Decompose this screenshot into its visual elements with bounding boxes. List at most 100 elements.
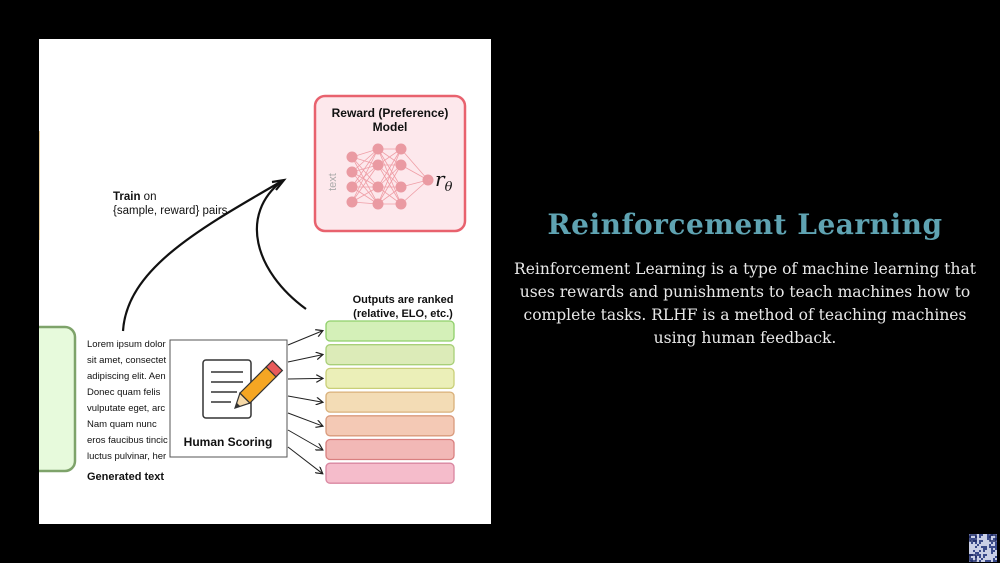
reward-model-title: Reward (Preference) bbox=[332, 106, 449, 120]
scoring-arrow bbox=[287, 412, 322, 426]
train-label-line2: {sample, reward} pairs bbox=[113, 205, 228, 217]
qr-module bbox=[981, 540, 983, 542]
qr-module bbox=[983, 556, 985, 558]
qr-module bbox=[975, 546, 977, 548]
qr-module bbox=[983, 554, 985, 556]
nn-connection bbox=[377, 164, 402, 205]
qr-module bbox=[995, 546, 997, 548]
ranked-output-bar bbox=[325, 391, 455, 413]
ranking-arrow bbox=[255, 180, 307, 310]
qr-module bbox=[985, 548, 987, 550]
qr-module bbox=[983, 546, 985, 548]
rlhf-diagram: Reward (Preference) Model text rθ Train … bbox=[39, 94, 467, 484]
qr-module bbox=[987, 538, 989, 540]
nn-connection bbox=[351, 148, 379, 173]
qr-module bbox=[991, 546, 993, 548]
qr-module bbox=[977, 552, 979, 554]
qr-module bbox=[995, 544, 997, 546]
qr-module bbox=[981, 558, 983, 560]
ranked-label: Outputs are ranked bbox=[353, 294, 454, 306]
nn-neuron bbox=[372, 159, 384, 171]
qr-code-icon bbox=[969, 534, 997, 562]
nn-connection bbox=[400, 148, 429, 181]
scoring-arrow bbox=[287, 355, 322, 363]
qr-module bbox=[979, 536, 981, 538]
section-description: Reinforcement Learning is a type of mach… bbox=[514, 260, 976, 347]
generated-text-line: Donec quam felis bbox=[87, 387, 161, 398]
qr-module bbox=[987, 534, 989, 536]
scoring-arrow bbox=[287, 378, 322, 379]
qr-module bbox=[993, 550, 995, 552]
nn-neuron bbox=[395, 159, 407, 171]
nn-connection bbox=[351, 156, 379, 188]
qr-module bbox=[979, 560, 981, 562]
qr-module bbox=[983, 550, 985, 552]
generated-text-line: Nam quam nunc bbox=[87, 419, 157, 430]
scoring-arrow bbox=[287, 429, 322, 450]
nn-connection bbox=[351, 148, 379, 203]
qr-module bbox=[973, 550, 975, 552]
qr-module bbox=[991, 548, 993, 550]
nn-neuron bbox=[372, 181, 384, 193]
qr-module bbox=[989, 546, 991, 548]
generated-text-line: Lorem ipsum dolor bbox=[87, 339, 166, 350]
qr-module bbox=[989, 544, 991, 546]
scoring-arrow bbox=[287, 331, 322, 346]
ranked-output-bar bbox=[325, 462, 455, 484]
generated-text-line: sit amet, consectet bbox=[87, 355, 167, 366]
qr-module bbox=[979, 540, 981, 542]
qr-finder bbox=[969, 534, 977, 542]
qr-module bbox=[983, 548, 985, 550]
qr-module bbox=[995, 542, 997, 544]
qr-module bbox=[995, 556, 997, 558]
qr-module bbox=[993, 546, 995, 548]
qr-module bbox=[979, 554, 981, 556]
qr-module bbox=[979, 556, 981, 558]
nn-connection bbox=[351, 171, 379, 205]
qr-module bbox=[991, 552, 993, 554]
ranked-output-bar bbox=[325, 415, 455, 437]
qr-module bbox=[977, 554, 979, 556]
scoring-arrow bbox=[287, 446, 322, 473]
qr-module bbox=[987, 536, 989, 538]
generated-text-label: Generated text bbox=[87, 471, 164, 483]
qr-module bbox=[985, 546, 987, 548]
qr-module bbox=[985, 560, 987, 562]
nn-neuron bbox=[395, 181, 407, 193]
nn-connection bbox=[351, 164, 379, 203]
qr-module bbox=[971, 542, 973, 544]
diagram-panel: Reward (Preference) Model text rθ Train … bbox=[39, 39, 491, 524]
qr-module bbox=[979, 534, 981, 536]
ranked-output-bar bbox=[325, 344, 455, 366]
generated-text-line: luctus pulvinar, her bbox=[87, 451, 166, 462]
nn-connection bbox=[377, 148, 402, 188]
qr-module bbox=[975, 542, 977, 544]
qr-module bbox=[981, 534, 983, 536]
section-heading: Reinforcement Learning bbox=[547, 208, 943, 241]
reward-model-input-label: text bbox=[327, 173, 339, 191]
train-arrow bbox=[121, 180, 283, 332]
scoring-arrows bbox=[287, 331, 322, 473]
qr-module bbox=[989, 560, 991, 562]
qr-module bbox=[971, 558, 973, 560]
reward-model-title-line2: Model bbox=[373, 120, 408, 134]
human-scoring-label: Human Scoring bbox=[184, 435, 273, 449]
qr-module bbox=[993, 558, 995, 560]
nn-neuron bbox=[395, 143, 407, 155]
qr-module bbox=[977, 544, 979, 546]
nn-neuron bbox=[346, 196, 358, 208]
qr-module bbox=[993, 560, 995, 562]
nn-neuron bbox=[395, 198, 407, 210]
qr-module bbox=[981, 546, 983, 548]
reward-symbol: rθ bbox=[435, 167, 453, 195]
nn-connection bbox=[351, 156, 379, 205]
nn-connection bbox=[351, 148, 379, 188]
arrow-head bbox=[271, 178, 287, 191]
qr-finder bbox=[969, 554, 977, 562]
prior-model-box bbox=[39, 325, 77, 473]
qr-module bbox=[995, 548, 997, 550]
qr-module bbox=[971, 538, 973, 540]
qr-module bbox=[985, 554, 987, 556]
qr-module bbox=[979, 542, 981, 544]
